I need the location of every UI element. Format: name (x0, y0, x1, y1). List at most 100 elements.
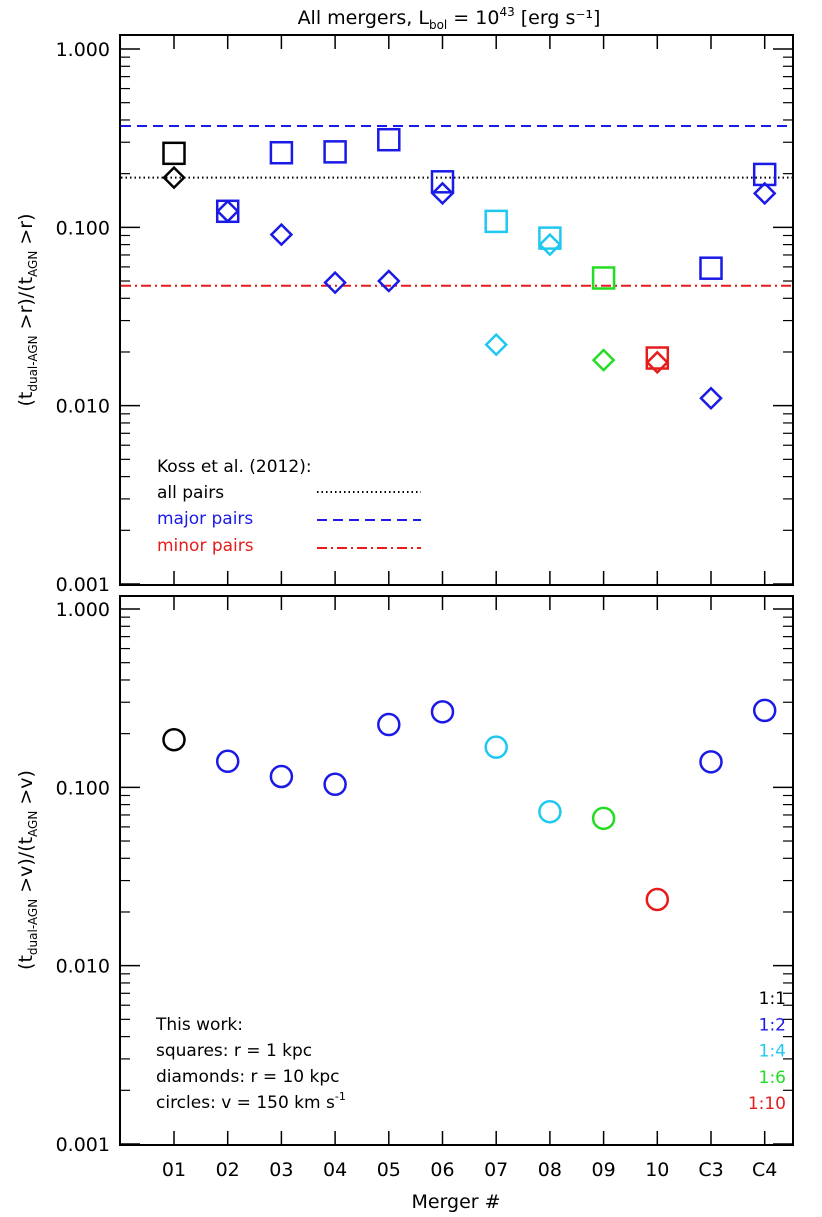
circle-marker (752, 698, 777, 723)
title-sup: 43 (499, 5, 514, 19)
diamond-marker (377, 269, 401, 293)
x-tick-label: 04 (323, 1159, 347, 1181)
square-marker (591, 266, 616, 290)
koss-legend: Koss et al. (2012): all pairs major pair… (157, 457, 421, 556)
legend-all-pairs-label: all pairs (157, 483, 224, 503)
y-tick-label: 1.000 (56, 599, 110, 621)
y-axis-label: (tdual-AGN >v)/(tAGN >v) (15, 770, 40, 970)
circle-marker (484, 735, 508, 759)
x-axis-label: Merger # (411, 1191, 500, 1213)
ylabel-mid: >v)/(t (15, 837, 37, 899)
koss-legend-title: Koss et al. (2012): (157, 457, 312, 477)
diamond-marker (215, 199, 240, 224)
title-mid: = 10 (447, 7, 499, 29)
figure-title: All mergers, Lbol = 1043 [erg s⁻¹] (298, 5, 601, 32)
diamond-marker (484, 332, 508, 357)
y-tick-label: 0.001 (56, 1134, 110, 1156)
diamond-marker (430, 181, 455, 206)
y-axis-label: (tdual-AGN >r)/(tAGN >r) (15, 213, 40, 406)
ratio-legend-entry: 1:1 (759, 989, 786, 1009)
y-tick-label: 0.100 (56, 217, 110, 239)
square-marker (538, 226, 562, 250)
x-tick-label: 07 (484, 1159, 508, 1181)
legend-diamonds-label: diamonds: r = 10 kpc (156, 1067, 340, 1087)
y-tick-label: 0.010 (56, 956, 110, 978)
circle-marker (215, 749, 240, 774)
square-marker (645, 346, 670, 370)
square-marker (430, 170, 455, 194)
square-marker (215, 199, 240, 224)
square-marker (484, 209, 508, 234)
x-axis-ticks (173, 596, 766, 1145)
ratio-legend-entry: 1:6 (759, 1068, 786, 1088)
x-axis-ticks (173, 35, 766, 585)
circle-marker (699, 750, 723, 774)
y-tick-label: 1.000 (56, 39, 110, 61)
circle-marker (269, 764, 294, 789)
circle-marker (377, 712, 401, 737)
y-tick-label: 0.100 (56, 777, 110, 799)
this-work-legend: This work: squares: r = 1 kpc diamonds: … (155, 1015, 346, 1113)
square-marker (323, 140, 347, 164)
title-suffix: [erg s⁻¹] (515, 7, 601, 29)
square-marker (699, 256, 723, 280)
x-tick-label: 10 (645, 1159, 669, 1181)
x-tick-label: 03 (269, 1159, 293, 1181)
ylabel-open: (t (15, 392, 37, 407)
x-tick-label: 01 (162, 1159, 186, 1181)
circle-marker (538, 799, 562, 824)
diamond-marker (162, 165, 186, 190)
y-axis-ticks: 0.001 0.010 0.100 1.000 (56, 599, 793, 1156)
circle-marker (430, 700, 455, 724)
reference-lines (121, 125, 792, 287)
x-tick-label: 08 (538, 1159, 562, 1181)
x-tick-label: 09 (592, 1159, 616, 1181)
x-tick-label: C3 (698, 1159, 723, 1181)
data-markers (162, 698, 777, 912)
ratio-legend-entry: 1:2 (759, 1015, 786, 1035)
legend-circles-label: circles: v = 150 km s-1 (156, 1090, 346, 1113)
ratio-legend-entry: 1:4 (759, 1042, 786, 1062)
y-axis-ticks: 0.001 0.010 0.100 1.000 (56, 39, 793, 596)
x-tick-label: C4 (752, 1159, 777, 1181)
diamond-marker (591, 348, 616, 372)
title-sub: bol (429, 18, 447, 32)
legend-squares-label: squares: r = 1 kpc (156, 1041, 312, 1061)
circle-marker (162, 727, 186, 752)
x-tick-label: 02 (216, 1159, 240, 1181)
y-tick-label: 0.001 (56, 574, 110, 596)
circles-label-text: circles: v = 150 km s (156, 1093, 335, 1113)
square-marker (162, 141, 186, 166)
this-work-legend-title: This work: (155, 1015, 243, 1035)
ylabel-sub2: AGN (26, 251, 40, 277)
diamond-marker (752, 181, 777, 206)
bottom-plot-frame (119, 595, 794, 1146)
x-tick-label: 06 (430, 1159, 454, 1181)
diamond-marker (269, 222, 294, 247)
ratio-legend: 1:1 1:2 1:4 1:6 1:10 (748, 989, 786, 1114)
ylabel-sub2: AGN (26, 811, 40, 837)
circle-marker (645, 887, 670, 912)
y-tick-label: 0.010 (56, 396, 110, 418)
ylabel-mid: >r)/(t (15, 277, 37, 335)
square-marker (269, 140, 294, 165)
ylabel-open: (t (15, 955, 37, 970)
legend-minor-pairs-label: minor pairs (157, 536, 254, 556)
square-marker (377, 127, 401, 152)
circles-label-sup: -1 (335, 1090, 346, 1103)
diamond-marker (699, 386, 723, 411)
data-markers (162, 127, 777, 411)
ylabel-close: >r) (15, 213, 37, 250)
circle-marker (591, 806, 616, 831)
diamond-marker (645, 350, 670, 375)
top-plot-frame (119, 34, 794, 586)
diamond-marker (323, 270, 347, 295)
legend-major-pairs-label: major pairs (157, 509, 253, 529)
title-prefix: All mergers, L (298, 7, 430, 29)
ratio-legend-entry: 1:10 (748, 1094, 786, 1114)
ylabel-close: >v) (15, 770, 37, 811)
